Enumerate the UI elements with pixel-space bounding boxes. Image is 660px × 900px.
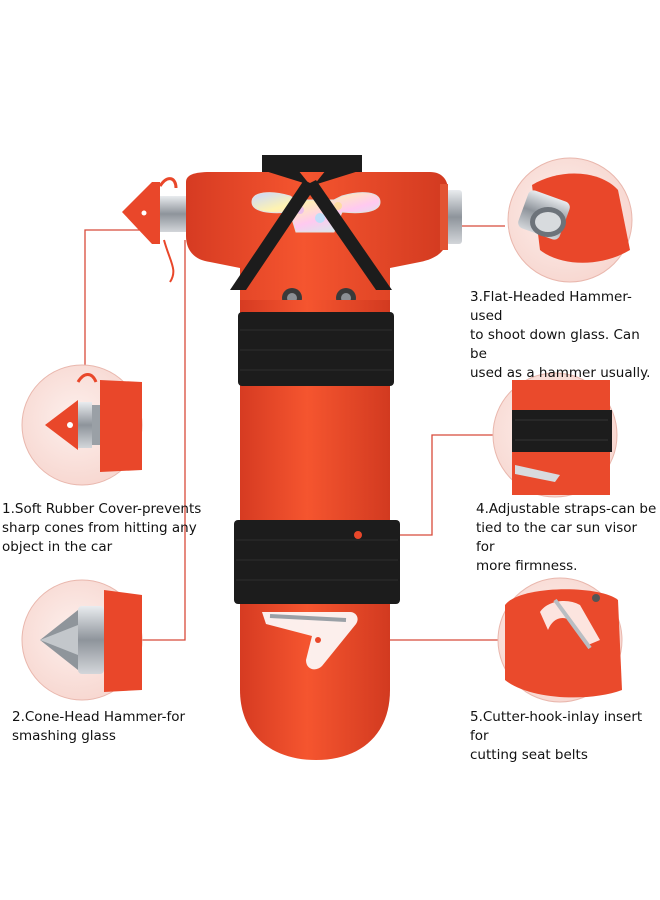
cutter-hook (262, 612, 358, 670)
upper-strap-band (238, 312, 394, 386)
reflective-sticker (251, 192, 381, 233)
detail-bubble-flat-head (507, 157, 633, 283)
detail-bubble-cone-head (21, 579, 143, 701)
callout-line-rubber-cover (84, 229, 145, 375)
detail-bubble-cutter (497, 577, 623, 703)
lower-strap-band (234, 520, 400, 604)
safety-hammer (122, 155, 462, 760)
caption-cutter-hook: 5.Cutter-hook-inlay insert for cutting s… (470, 709, 643, 763)
caption-flat-headed-hammer: 3.Flat-Headed Hammer-used to shoot down … (470, 289, 651, 381)
detail-bubble-rubber-cover (21, 364, 143, 486)
caption-adjustable-straps: 4.Adjustable straps-can be tied to the c… (476, 501, 657, 574)
caption-cone-head-hammer: 2.Cone-Head Hammer-for smashing glass (12, 709, 186, 744)
cross-strap-left (230, 180, 316, 290)
caption-soft-rubber-cover: 1.Soft Rubber Cover-prevents sharp cones… (2, 501, 202, 555)
detail-bubble-strap (492, 372, 618, 498)
cone-head-hammer (122, 177, 186, 283)
flat-head-hammer (440, 184, 462, 250)
cross-strap-right (304, 180, 392, 290)
